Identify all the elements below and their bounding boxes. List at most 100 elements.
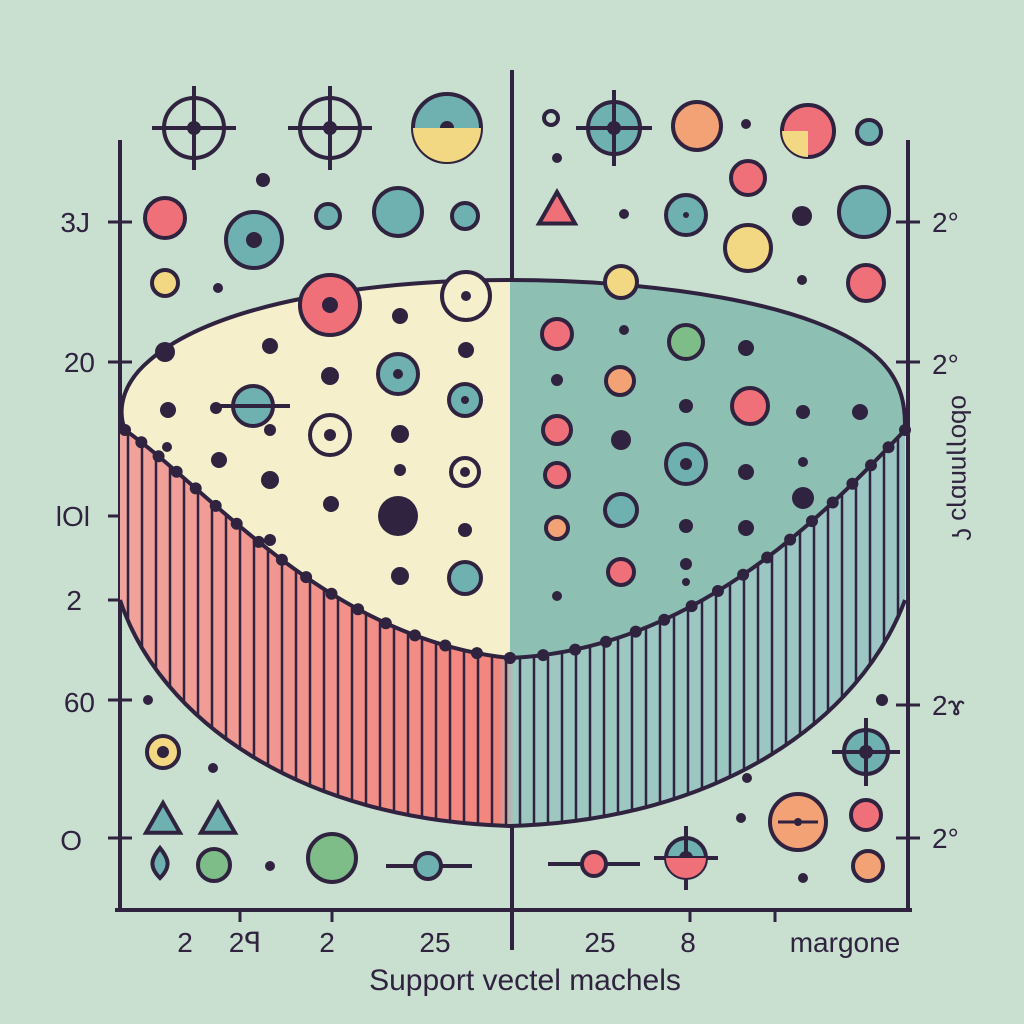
data-point-dot xyxy=(611,430,631,450)
data-point-circle xyxy=(729,159,767,197)
bottom-ticks xyxy=(238,910,777,922)
data-point-dot xyxy=(736,813,746,823)
data-point-circle xyxy=(540,317,574,351)
right-ticks xyxy=(896,220,920,840)
data-point-dot xyxy=(679,399,693,413)
data-point-dot xyxy=(143,695,153,705)
data-point-circle xyxy=(606,557,636,587)
data-point-circle xyxy=(447,560,483,596)
data-point-dot xyxy=(551,374,563,386)
data-point-dot xyxy=(208,763,218,773)
data-point-half xyxy=(413,128,481,162)
data-point-circle xyxy=(541,414,573,446)
edge-dot xyxy=(569,643,582,656)
edge-dot xyxy=(170,465,183,478)
data-point-dot xyxy=(798,457,808,467)
data-point-center xyxy=(393,369,403,379)
y-right-labels: 2° 2° 2ɤ 2° xyxy=(932,207,965,854)
data-point-circle xyxy=(723,223,773,273)
x-tick-label: 2ꟼ xyxy=(229,927,261,958)
data-point-circle xyxy=(143,196,187,240)
edge-dot xyxy=(658,613,671,626)
data-point-circle xyxy=(544,515,570,541)
data-point-dot xyxy=(792,206,812,226)
data-point-center xyxy=(461,291,471,301)
data-point-circle xyxy=(306,832,358,884)
data-point-circle xyxy=(730,386,770,426)
data-point-dot xyxy=(264,424,276,436)
edge-dot xyxy=(805,515,818,528)
data-point-drop xyxy=(150,844,170,881)
data-point-circle xyxy=(846,263,886,303)
support-vector-edge xyxy=(119,424,911,664)
edge-dot xyxy=(300,571,313,584)
data-point-dot xyxy=(738,520,754,536)
decision-surface-outline xyxy=(119,277,907,431)
y-left-tick-label: 60 xyxy=(64,687,95,718)
edge-dot xyxy=(846,477,859,490)
x-tick-labels: 2 2ꟼ 2 25 25 8 margone xyxy=(177,927,900,958)
data-point-dot xyxy=(741,119,751,129)
data-point-dot xyxy=(796,405,810,419)
data-point-center xyxy=(246,232,262,248)
y-right-tick-label: 2ɤ xyxy=(932,690,965,721)
data-point-circle xyxy=(314,202,342,230)
crosshair-center xyxy=(607,121,621,135)
edge-dot xyxy=(189,482,202,495)
edge-dot xyxy=(537,649,550,662)
data-point-circle xyxy=(580,850,608,878)
y-left-labels: 3J 20 lOl 2 60 O xyxy=(56,207,95,856)
x-tick-label: 2 xyxy=(177,927,193,958)
data-point-circle xyxy=(196,847,232,883)
data-point-circle xyxy=(855,118,883,146)
edge-dot xyxy=(470,647,483,660)
data-point-circle xyxy=(671,100,723,152)
data-point-dot xyxy=(392,308,408,324)
y-left-tick-label: O xyxy=(60,825,82,856)
data-point-circle xyxy=(667,323,705,361)
data-point-dot xyxy=(160,402,176,418)
y-right-tick-label: 2° xyxy=(932,207,959,238)
data-point-dot xyxy=(391,425,409,443)
edge-dot xyxy=(761,551,774,564)
edge-dot xyxy=(737,568,750,581)
edge-dot xyxy=(275,553,288,566)
y-left-tick-label: 3J xyxy=(60,207,90,238)
edge-dot xyxy=(119,424,131,436)
x-tick-label: 2 xyxy=(319,927,335,958)
edge-dot xyxy=(865,459,878,472)
data-point-dot xyxy=(552,153,562,163)
edge-dot xyxy=(152,450,165,463)
data-point-dot xyxy=(552,591,562,601)
data-point-dot xyxy=(323,496,339,512)
data-point-triangle xyxy=(142,798,184,835)
margin-band-outline xyxy=(118,599,907,829)
data-point-dot xyxy=(155,342,175,362)
edge-dot xyxy=(135,436,148,449)
data-point-dot xyxy=(680,558,692,570)
edge-dot xyxy=(352,603,365,616)
data-point-dot xyxy=(265,861,275,871)
edge-dot xyxy=(784,533,797,546)
data-point-dot xyxy=(162,442,172,452)
data-point-center xyxy=(680,458,692,470)
y-left-tick-label: 2 xyxy=(66,585,82,616)
data-point-half xyxy=(666,858,706,878)
x-tick-label: 8 xyxy=(680,927,696,958)
data-point-center xyxy=(461,396,469,404)
data-point-triangle xyxy=(535,187,579,226)
data-point-dot xyxy=(210,402,222,414)
data-point-dot xyxy=(378,496,418,536)
data-point-center xyxy=(157,746,169,758)
crosshair-center xyxy=(323,121,337,135)
edge-dot xyxy=(252,535,265,548)
data-point-dot xyxy=(458,342,474,358)
data-point-circle xyxy=(604,365,636,397)
data-point-center xyxy=(683,212,689,218)
data-point-circle xyxy=(543,461,571,489)
crosshair-center xyxy=(859,745,873,759)
data-point-circle xyxy=(150,268,180,298)
data-point-circle xyxy=(851,849,885,883)
x-tick-label: 25 xyxy=(419,927,450,958)
edge-dot xyxy=(408,629,421,642)
